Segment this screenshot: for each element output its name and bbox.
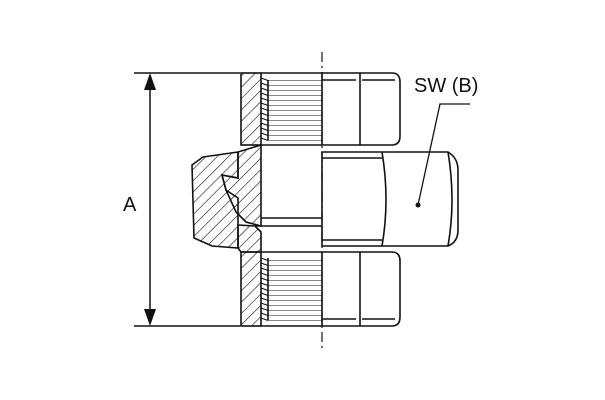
dimension-arrow-top [144,73,156,90]
dimension-arrow-bottom [144,309,156,326]
section-outline [255,72,322,327]
cross-section-left [191,72,262,327]
bottom-body-wall [240,251,262,327]
internal-thread-top [260,77,322,141]
exterior-view-right [321,72,459,327]
bottom-hex-body [321,251,401,327]
wrench-size-leader [415,103,470,208]
tail-piece-section [220,143,262,228]
dimension-a [134,72,240,327]
union-nut-hex [321,151,459,247]
top-hex-body [321,72,401,146]
wrench-size-label: SW (B) [414,75,478,97]
union-nut-flat [381,151,387,247]
dimension-label-a: A [123,194,137,216]
seat-ring-section [237,224,262,253]
internal-thread-bottom [260,257,322,321]
top-body-wall [240,72,262,146]
